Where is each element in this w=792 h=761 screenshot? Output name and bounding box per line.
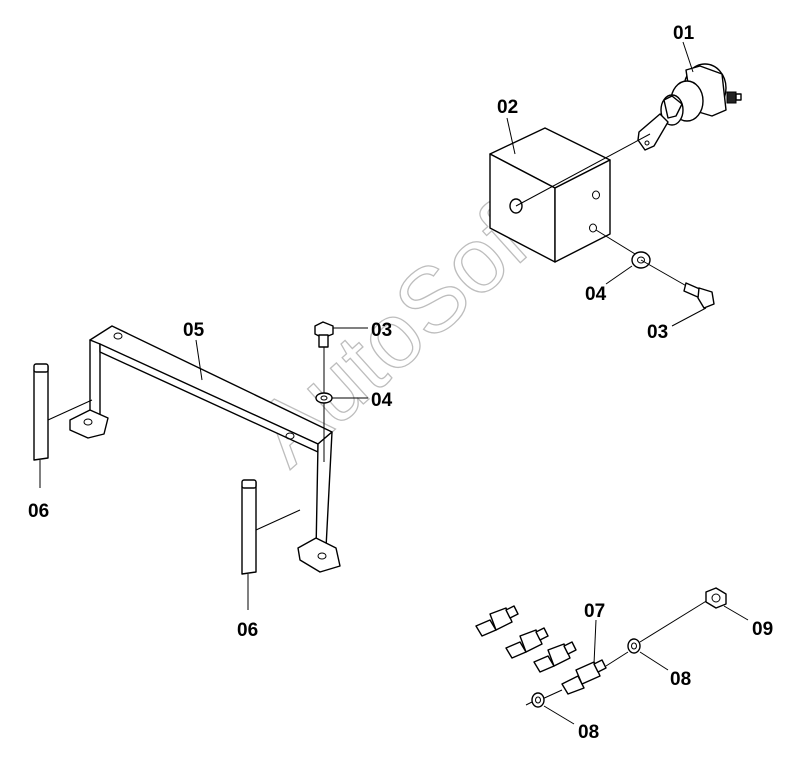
nut-part-09	[705, 587, 749, 621]
bolt-part-03-centre	[314, 321, 368, 462]
label-04-centre: 04	[371, 390, 393, 411]
spare-fitting-2	[505, 627, 549, 659]
label-01: 01	[673, 23, 695, 44]
label-08-lower: 08	[578, 722, 599, 743]
label-09: 09	[752, 619, 773, 640]
label-03-right: 03	[647, 322, 668, 343]
label-05: 05	[183, 320, 205, 341]
label-06-left: 06	[28, 501, 49, 522]
washer-part-08-upper	[627, 599, 709, 671]
spare-fitting-1	[475, 605, 519, 637]
label-04-right: 04	[585, 284, 607, 305]
washer-part-04-centre	[315, 392, 368, 404]
washer-part-04-right	[605, 251, 691, 289]
bracket-part-05	[69, 325, 341, 573]
washer-part-08-lower	[525, 692, 575, 725]
label-08-upper: 08	[670, 669, 691, 690]
label-07: 07	[584, 601, 605, 622]
label-02: 02	[497, 97, 518, 118]
spacer-part-06-right	[241, 479, 301, 610]
mounting-block-part-02	[489, 117, 651, 263]
ignition-switch-part-01	[637, 41, 742, 151]
label-06-right: 06	[237, 620, 258, 641]
bolt-part-03-right	[671, 282, 715, 327]
spacer-part-06-left	[33, 363, 93, 488]
spare-fitting-3	[533, 641, 577, 673]
label-03-centre: 03	[371, 320, 392, 341]
